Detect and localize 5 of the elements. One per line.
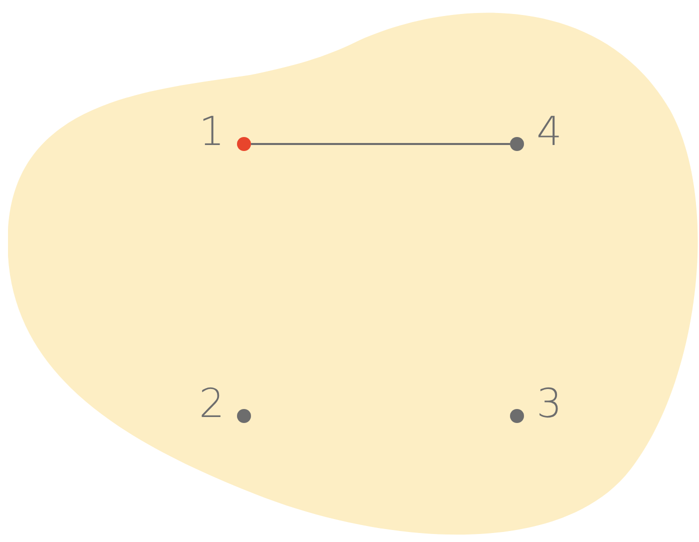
point-number: 3 [536, 384, 562, 424]
point-number: 2 [199, 384, 224, 424]
point-number: 1 [199, 112, 224, 152]
connector-line [251, 143, 510, 145]
point-number: 4 [536, 112, 562, 152]
